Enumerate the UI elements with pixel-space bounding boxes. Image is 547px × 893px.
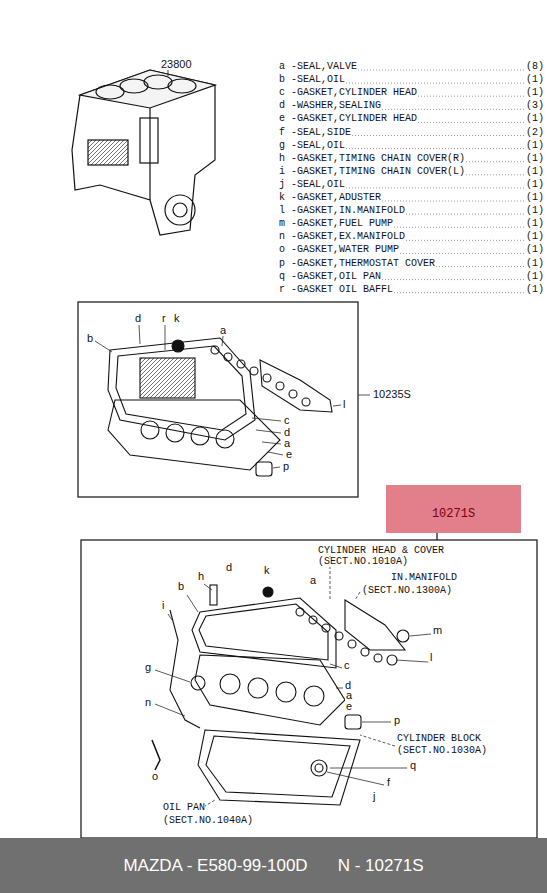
callout-letter: n bbox=[144, 697, 152, 708]
quantity: (2) bbox=[526, 128, 545, 138]
quantity: (3) bbox=[526, 101, 545, 111]
part-list-entry: h -GASKET,TIMING CHAIN COVER(R) bbox=[279, 154, 466, 164]
callout-letter: j bbox=[372, 791, 376, 802]
callout-letter: 10235S bbox=[372, 389, 412, 400]
part-list-entry: p -GASKET,THERMOSTAT COVER bbox=[279, 259, 436, 269]
part-list-entry: i -GASKET,TIMING CHAIN COVER(L) bbox=[279, 167, 466, 177]
callout-letter: d bbox=[134, 313, 142, 324]
part-list-entry: a -SEAL,VALVE bbox=[279, 62, 358, 72]
callout-letter: e bbox=[285, 449, 293, 460]
callout-letter: r bbox=[161, 313, 167, 324]
section-reference: CYLINDER BLOCK bbox=[397, 734, 481, 744]
callout-letter: q bbox=[409, 760, 417, 771]
section-reference: CYLINDER HEAD & COVER bbox=[318, 546, 444, 556]
footer-band: MAZDA - E580-99-100D N - 10271S bbox=[0, 838, 547, 893]
part-reference: N - 10271S bbox=[338, 856, 424, 876]
kit-frame bbox=[78, 302, 358, 497]
callout-letter: d bbox=[225, 562, 233, 573]
quantity: (1) bbox=[526, 141, 545, 151]
callout-letter: m bbox=[432, 625, 443, 636]
callout-letter: c bbox=[343, 660, 351, 671]
callout-letter: a bbox=[219, 325, 227, 336]
callout-letter: d bbox=[283, 427, 291, 438]
quantity: (1) bbox=[526, 75, 545, 85]
callout-letter: f bbox=[386, 777, 391, 788]
section-reference: (SECT.NO.1040A) bbox=[163, 816, 253, 826]
callout-letter: a bbox=[309, 575, 317, 586]
callout-letter: 23800 bbox=[160, 59, 193, 70]
quantity: (1) bbox=[526, 245, 545, 255]
leader-line bbox=[436, 533, 437, 540]
quantity: (1) bbox=[526, 114, 545, 124]
quantity: (1) bbox=[526, 167, 545, 177]
part-list-entry: o -GASKET,WATER PUMP bbox=[279, 245, 400, 255]
part-list-entry: g -SEAL,OIL bbox=[279, 141, 346, 151]
callout-letter: p bbox=[282, 461, 290, 472]
part-list-entry: d -WASHER,SEALING bbox=[279, 101, 382, 111]
quantity: (1) bbox=[526, 180, 545, 190]
quantity: (1) bbox=[526, 88, 545, 98]
part-list-entry: b -SEAL,OIL bbox=[279, 75, 346, 85]
section-reference: (SECT.NO.1030A) bbox=[397, 746, 487, 756]
section-reference: IN.MANIFOLD bbox=[391, 573, 457, 583]
part-reference: MAZDA - E580-99-100D bbox=[123, 856, 307, 876]
part-list-entry: e -GASKET,CYLINDER HEAD bbox=[279, 114, 418, 124]
quantity: (8) bbox=[526, 62, 545, 72]
quantity: (1) bbox=[526, 206, 545, 216]
kit-number: 10271S bbox=[432, 507, 475, 521]
callout-letter: l bbox=[342, 399, 346, 410]
section-reference: (SECT.NO.1300A) bbox=[362, 586, 452, 596]
quantity: (1) bbox=[526, 232, 545, 242]
quantity: (1) bbox=[526, 193, 545, 203]
part-list-entry: n -GASKET,EX.MANIFOLD bbox=[279, 232, 406, 242]
callout-letter: l bbox=[429, 652, 433, 663]
part-list-entry: q -GASKET,OIL PAN bbox=[279, 272, 382, 282]
part-list-entry: k -GASKET,ADUSTER bbox=[279, 193, 382, 203]
callout-letter: b bbox=[177, 581, 185, 592]
callout-letter: b bbox=[86, 333, 94, 344]
part-list-entry: r -GASKET OIL BAFFL bbox=[279, 285, 394, 295]
upper-kit-parts bbox=[95, 325, 370, 476]
callout-letter: h bbox=[197, 571, 205, 582]
callout-letter: k bbox=[173, 313, 181, 324]
callout-letter: a bbox=[283, 438, 291, 449]
callout-letter: e bbox=[345, 701, 353, 712]
callout-letter: k bbox=[263, 565, 271, 576]
callout-letter: o bbox=[151, 771, 159, 782]
quantity: (1) bbox=[526, 259, 545, 269]
part-list-entry: l -GASKET,IN.MANIFOLD bbox=[279, 206, 406, 216]
section-reference: OIL PAN bbox=[163, 803, 205, 813]
quantity: (1) bbox=[526, 154, 545, 164]
callout-letter: i bbox=[161, 600, 165, 611]
part-list-entry: c -GASKET,CYLINDER HEAD bbox=[279, 88, 418, 98]
quantity: (1) bbox=[526, 285, 545, 295]
callout-letter: c bbox=[283, 415, 291, 426]
kit-number-box: 10271S bbox=[386, 485, 521, 533]
callout-letter: g bbox=[144, 662, 152, 673]
quantity: (1) bbox=[526, 272, 545, 282]
part-list-entry: f -SEAL,SIDE bbox=[279, 128, 352, 138]
quantity: (1) bbox=[526, 219, 545, 229]
part-list-entry: m -GASKET,FUEL PUMP bbox=[279, 219, 394, 229]
callout-letter: p bbox=[393, 715, 401, 726]
section-reference: (SECT.NO.1010A) bbox=[318, 557, 408, 567]
callout-letter: a bbox=[345, 690, 353, 701]
part-list-entry: j -SEAL,OIL bbox=[279, 180, 346, 190]
kit-frame bbox=[81, 540, 537, 838]
engine-block bbox=[72, 65, 215, 235]
